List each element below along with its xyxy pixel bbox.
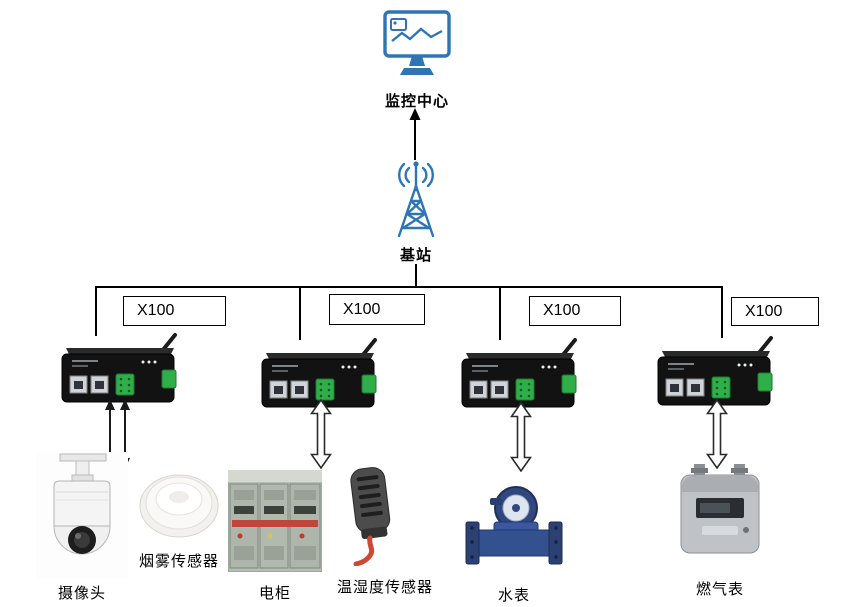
bus-line xyxy=(95,286,723,288)
water-meter-image xyxy=(464,478,564,579)
monitor-icon xyxy=(381,8,453,88)
gas-meter-label: 燃气表 xyxy=(695,581,744,598)
water-meter-label: 水表 xyxy=(497,587,530,604)
up-arrow-icon xyxy=(407,108,423,160)
x100-router-image xyxy=(258,337,382,416)
gateway-label-box-4: X100 xyxy=(731,297,819,326)
base-station-label: 基站 xyxy=(399,247,432,264)
double-headed-arrow-icon xyxy=(309,398,333,474)
gateway-label-box-3: X100 xyxy=(529,296,621,326)
gas-meter-image xyxy=(676,462,764,563)
drop-line-4 xyxy=(721,286,723,338)
camera-label: 摄像头 xyxy=(57,585,106,602)
electrical-cabinet-image xyxy=(227,469,323,577)
antenna-tower-icon xyxy=(384,156,448,242)
smoke-sensor-label: 烟雾传感器 xyxy=(138,553,219,570)
drop-line-3 xyxy=(499,286,501,340)
temp-humidity-sensor-label: 温湿度传感器 xyxy=(336,579,433,596)
ptz-camera-image xyxy=(36,452,128,583)
monitor-center-label: 监控中心 xyxy=(384,93,449,110)
x100-router-image xyxy=(58,332,182,411)
x100-router-image xyxy=(654,335,778,414)
cabinet-label: 电柜 xyxy=(258,585,291,602)
x100-router-image xyxy=(458,337,582,416)
station-drop-line xyxy=(415,264,417,287)
double-headed-arrow-icon xyxy=(509,401,533,477)
gateway-label-box-2: X100 xyxy=(329,294,425,325)
drop-line-1 xyxy=(95,286,97,336)
double-headed-arrow-icon xyxy=(705,398,729,474)
drop-line-2 xyxy=(299,286,301,340)
smoke-sensor-image xyxy=(138,462,220,547)
temp-humidity-sensor-image xyxy=(338,466,404,571)
gateway-label-box-1: X100 xyxy=(123,296,226,326)
